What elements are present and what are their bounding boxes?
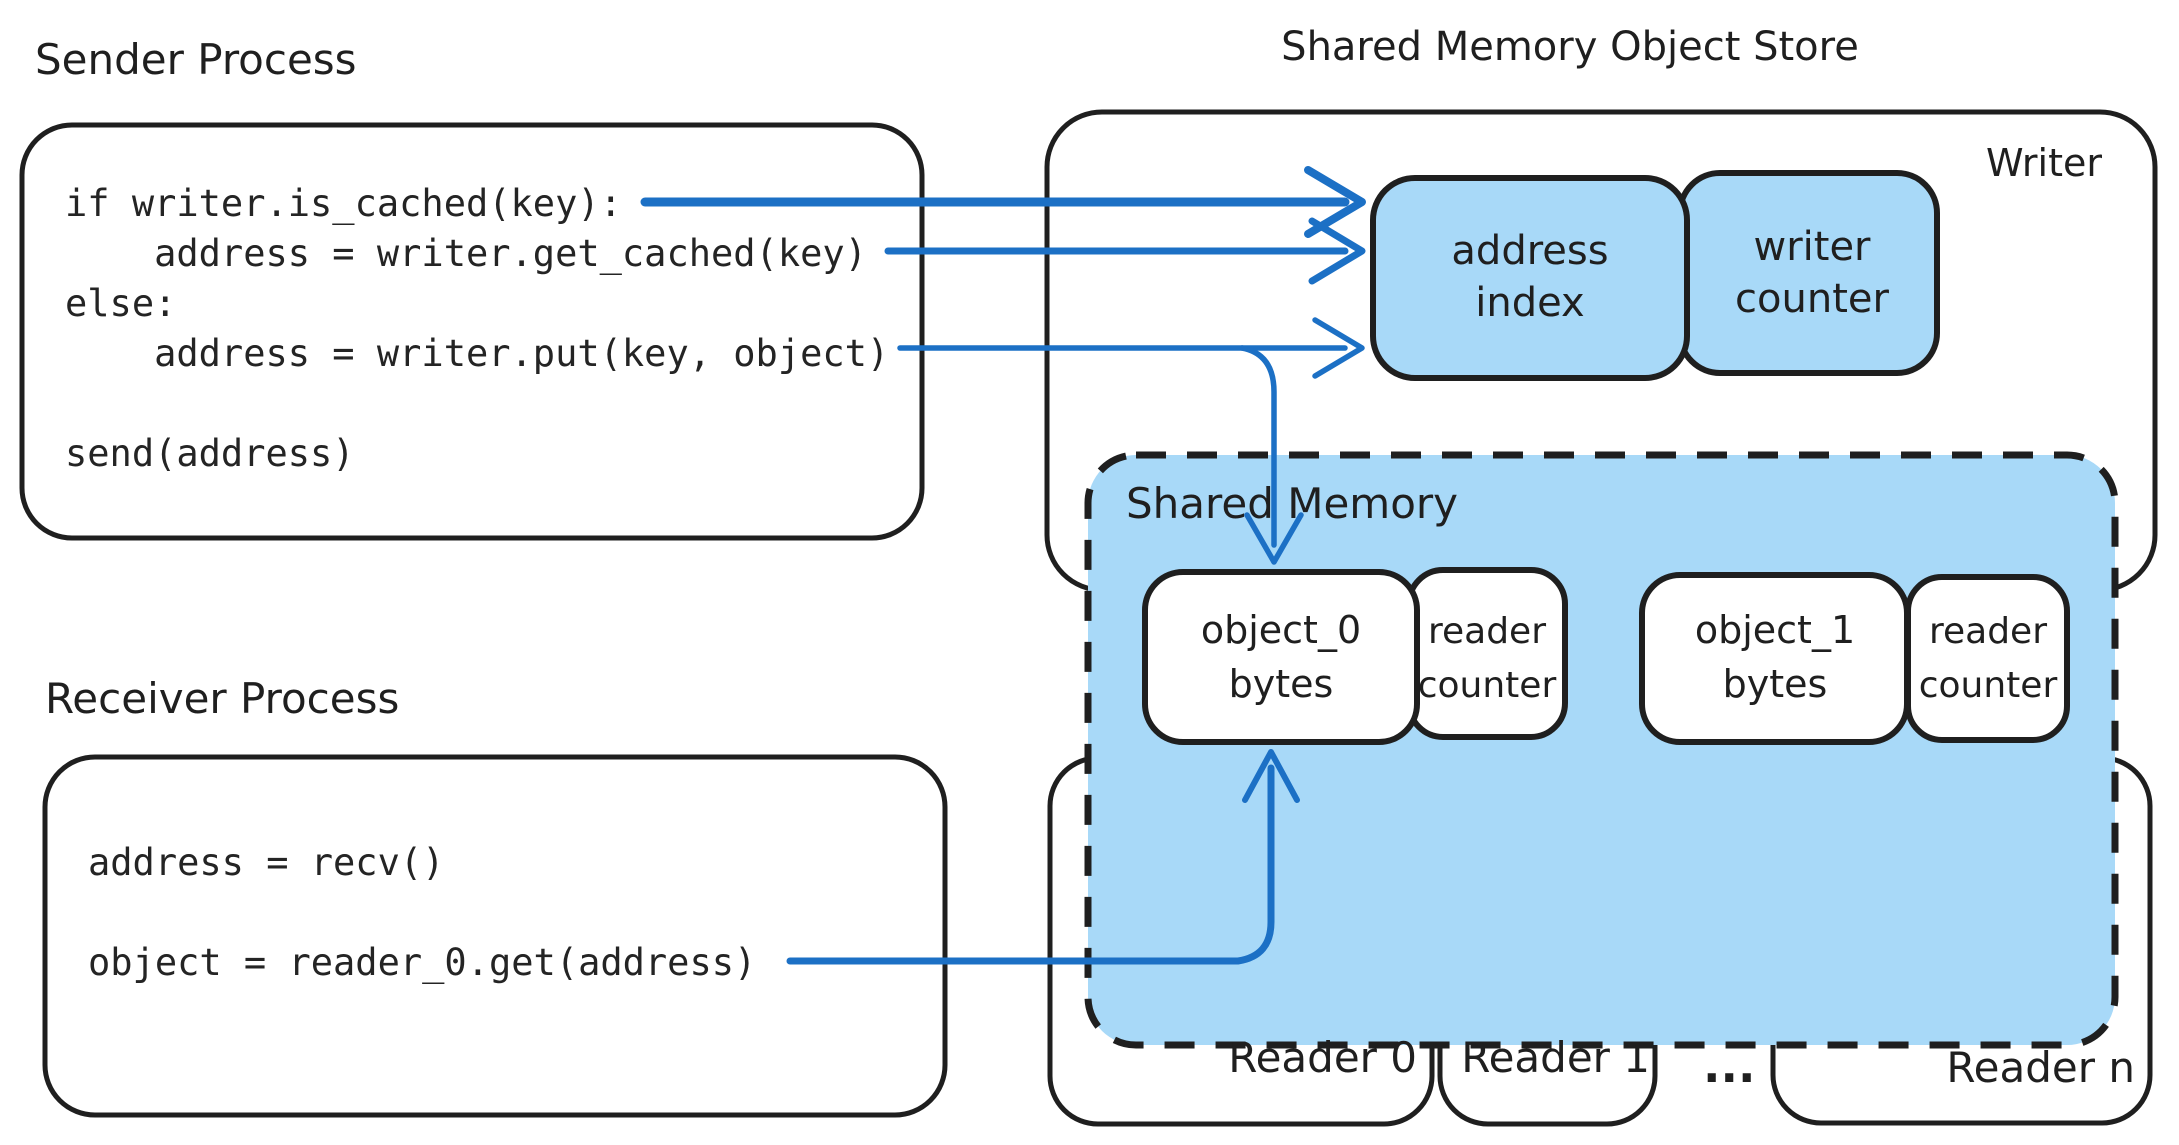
sender-code-line-2: address = writer.get_cached(key) <box>65 232 867 276</box>
reader-n-label: Reader n <box>1946 1043 2135 1092</box>
store-title: Shared Memory Object Store <box>1281 24 1859 70</box>
arrow-put-to-object-0 <box>1239 345 1304 565</box>
address-index-label-line1: address <box>1451 228 1608 274</box>
reader-1-label: Reader 1 <box>1461 1033 1650 1082</box>
reader-counter-1-label-line1: reader <box>1929 611 2047 652</box>
sender-code-line-3: else: <box>65 282 176 325</box>
writer-counter-box <box>1677 170 1940 376</box>
writer-counter-label-line2: counter <box>1735 276 1889 322</box>
receiver-process-title: Receiver Process <box>45 674 399 723</box>
sender-process-title: Sender Process <box>35 35 357 84</box>
reader-counter-1-box <box>1905 574 2070 743</box>
receiver-code-line-2: object = reader_0.get(address) <box>88 941 756 985</box>
arrow-put-to-address-index <box>897 317 1365 379</box>
reader-counter-0-label-line2: counter <box>1418 665 1557 706</box>
object-0-label-line2: bytes <box>1229 662 1334 706</box>
reader-counter-1-label-line2: counter <box>1919 665 2058 706</box>
shared-memory-label: Shared Memory <box>1126 479 1458 528</box>
arrow-get-cached-to-address-index <box>884 217 1366 285</box>
receiver-code-line-1: address = recv() <box>88 841 444 884</box>
writer-label: Writer <box>1986 141 2102 185</box>
sender-code-line-1: if writer.is_cached(key): <box>65 182 622 226</box>
receiver-process-box <box>42 754 948 1118</box>
arrow-reader-get-to-object-0 <box>786 749 1300 965</box>
shared-memory-box <box>1084 451 2119 1049</box>
sender-code-line-4: address = writer.put(key, object) <box>65 332 889 375</box>
readers-ellipsis: ... <box>1703 1039 1755 1093</box>
sender-code-line-5: send(address) <box>65 432 355 475</box>
object-1-label-line2: bytes <box>1723 662 1828 706</box>
address-index-label-line2: index <box>1475 280 1584 326</box>
object-0-box <box>1142 569 1420 745</box>
writer-counter-label-line1: writer <box>1753 224 1871 270</box>
reader-counter-0-label-line1: reader <box>1428 611 1546 652</box>
reader-counter-0-box <box>1406 567 1568 740</box>
object-0-label-line1: object_0 <box>1201 608 1361 652</box>
sender-process-box <box>19 122 925 541</box>
object-1-box <box>1639 572 1910 745</box>
reader-0-label: Reader 0 <box>1228 1033 1417 1082</box>
address-index-box <box>1370 175 1690 381</box>
arrow-is-cached-to-address-index <box>640 166 1366 238</box>
object-1-label-line1: object_1 <box>1695 608 1855 652</box>
